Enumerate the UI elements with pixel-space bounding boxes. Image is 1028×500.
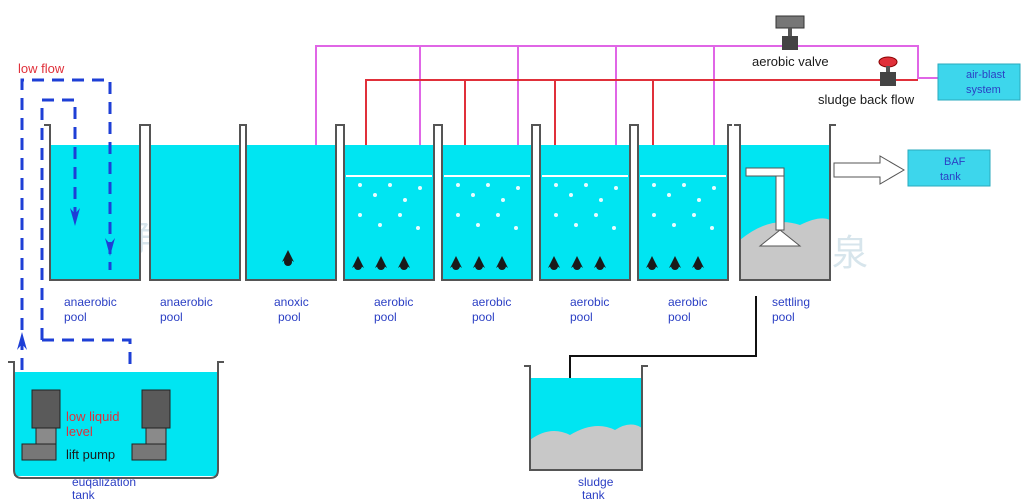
pool-aerobic-4 bbox=[634, 124, 732, 281]
pool-label-6b: pool bbox=[570, 310, 593, 324]
baf-label-1: BAF bbox=[944, 156, 966, 168]
low-flow-label: low flow bbox=[18, 61, 65, 76]
low-flow-dashed-path bbox=[20, 78, 132, 380]
pool-aerobic-2 bbox=[438, 124, 536, 281]
air-blast-system-box[interactable]: air-blast system bbox=[937, 63, 1021, 101]
eq-tank-label-1: euqalization bbox=[72, 475, 136, 489]
pool-label-4b: pool bbox=[374, 310, 397, 324]
equalization-tank: low liquid level lift pump bbox=[8, 361, 224, 479]
aeration-dots bbox=[358, 183, 716, 230]
pool-label-5b: pool bbox=[472, 310, 495, 324]
pool-label-8a: settling bbox=[772, 295, 810, 309]
pool-aerobic-1 bbox=[340, 124, 438, 281]
pool-label-7a: aerobic bbox=[668, 295, 707, 309]
pump-icon-2 bbox=[131, 389, 171, 461]
flow-arrowheads bbox=[17, 208, 115, 350]
baf-tank-box[interactable]: BAF tank bbox=[907, 149, 991, 187]
pool-label-5a: aerobic bbox=[472, 295, 511, 309]
pool-label-7b: pool bbox=[668, 310, 691, 324]
sludge-tank-label-1: sludge bbox=[578, 475, 614, 489]
pool-label-1a: anaerobic bbox=[64, 295, 117, 309]
pool-anaerobic-2 bbox=[144, 124, 246, 281]
sludge-tank-label-2: tank bbox=[582, 488, 606, 500]
pump-icon-1 bbox=[21, 389, 61, 461]
outflow-arrow bbox=[833, 155, 905, 185]
pool-label-4a: aerobic bbox=[374, 295, 413, 309]
pool-label-6a: aerobic bbox=[570, 295, 609, 309]
pool-label-3a: anoxic bbox=[274, 295, 309, 309]
pool-labels: anaerobic pool anaerobic pool anoxic poo… bbox=[64, 295, 810, 324]
diffuser-icons bbox=[282, 250, 704, 270]
lift-pump-label: lift pump bbox=[66, 447, 115, 462]
pool-label-3b: pool bbox=[278, 310, 301, 324]
pool-label-1b: pool bbox=[64, 310, 87, 324]
pools-row bbox=[44, 124, 836, 281]
sludge-discharge-pipe bbox=[569, 296, 757, 395]
eq-tank-label-2: tank bbox=[72, 488, 96, 500]
sludge-tank bbox=[524, 365, 648, 471]
pool-label-2b: pool bbox=[160, 310, 183, 324]
aerobic-valve-icon[interactable] bbox=[775, 15, 805, 50]
low-liquid-label-2: level bbox=[66, 424, 93, 439]
pool-settling bbox=[734, 124, 836, 281]
pool-aerobic-3 bbox=[536, 124, 634, 281]
pool-label-8b: pool bbox=[772, 310, 795, 324]
aerobic-valve-label: aerobic valve bbox=[752, 54, 829, 69]
sludge-back-flow-label: sludge back flow bbox=[818, 92, 915, 107]
baf-label-2: tank bbox=[940, 171, 961, 183]
sludge-valve-icon[interactable] bbox=[878, 56, 898, 86]
air-blast-label-1: air-blast bbox=[966, 69, 1005, 81]
pool-anaerobic-1 bbox=[44, 124, 146, 281]
low-liquid-label-1: low liquid bbox=[66, 409, 119, 424]
pool-label-2a: anaerobic bbox=[160, 295, 213, 309]
air-blast-label-2: system bbox=[966, 84, 1001, 96]
